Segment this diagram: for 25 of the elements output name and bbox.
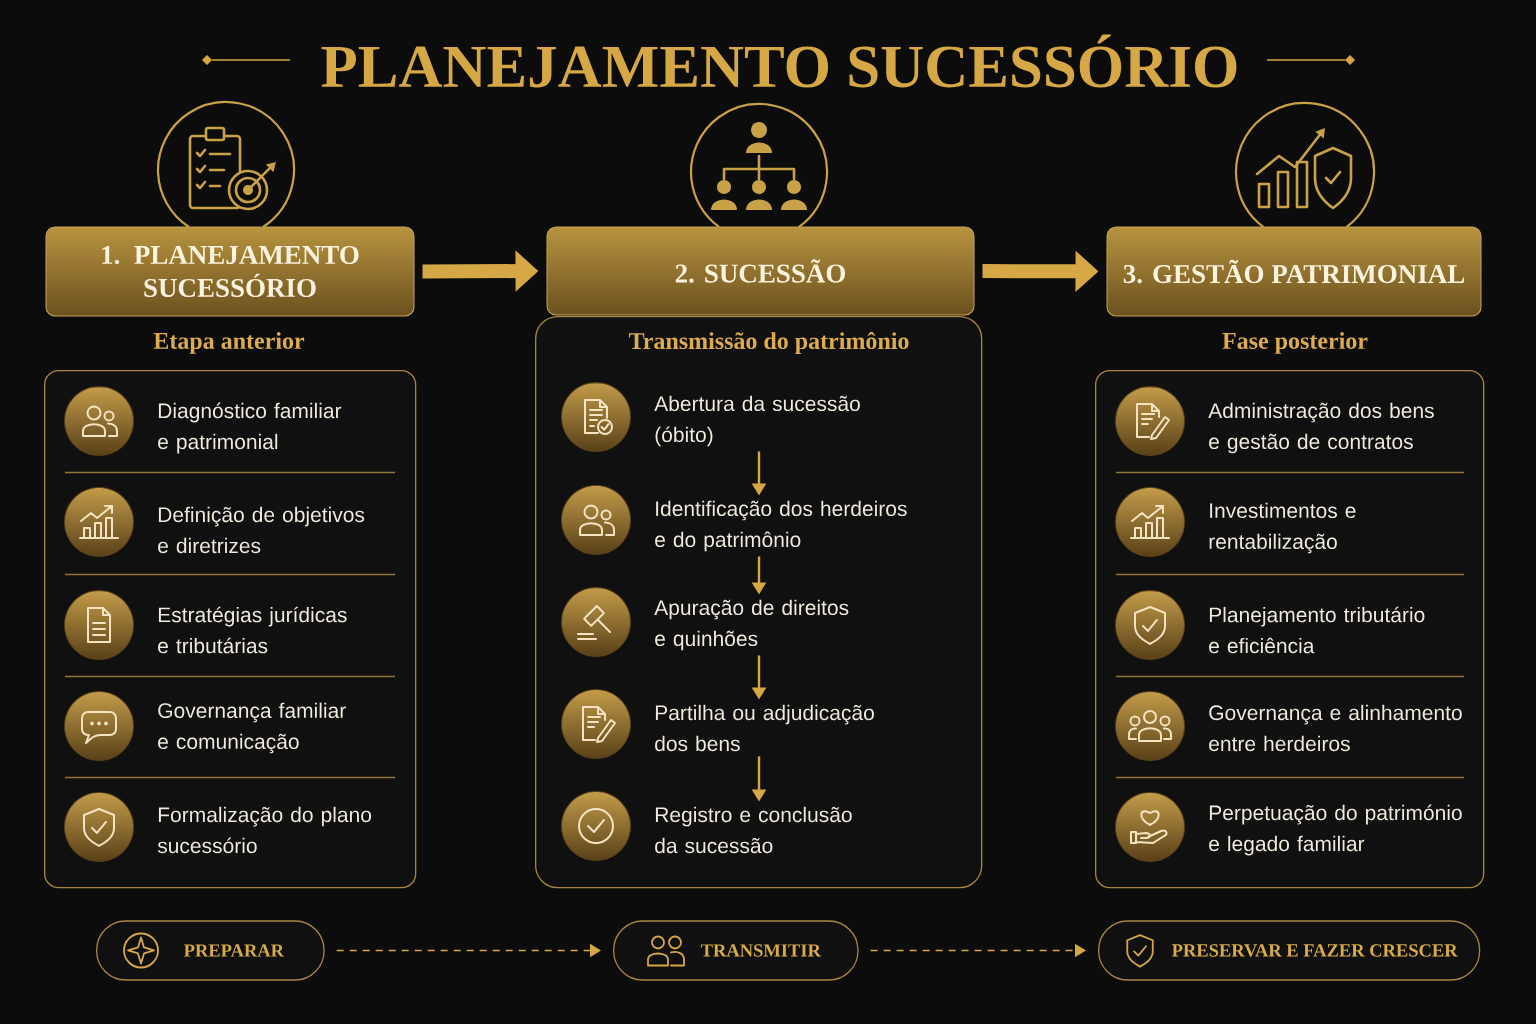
item-text: Partilha ou adjudicação dos bens — [655, 704, 874, 752]
item-text: Abertura da sucessão (óbito) — [654, 395, 860, 447]
item-text: Planejamento tributário e eficiência — [1209, 606, 1425, 654]
item-text: Estratégias jurídicas e tributárias — [158, 606, 347, 654]
item-text: Definição de objetivos e diretrizes — [158, 506, 365, 554]
item-text: Investimentos e rentabilização — [1209, 502, 1356, 554]
item-text: Perpetuação do património e legado familiar — [1209, 804, 1462, 856]
stage-pill: TRANSMITIR — [613, 920, 859, 981]
subtitle: Etapa anterior — [153, 332, 305, 354]
item-text: Governança familiar e comunicação — [158, 702, 346, 754]
stage-header: 2. SUCESSÃO — [546, 226, 975, 316]
item-text: Apuração de direitos e quinhões — [654, 599, 849, 651]
item-text: Formalização do plano sucessório — [157, 806, 372, 854]
item-text: Governança e alinhamento entre herdeiros — [1209, 704, 1462, 752]
item-text: Diagnóstico familiar e patrimonial — [158, 402, 342, 454]
stage-header: 1. PLANEJAMENTO SUCESSÓRIO — [45, 226, 415, 317]
item-text: Administração dos bens e gestão de contratos — [1208, 402, 1434, 454]
title: PLANEJAMENTO SUCESSÓRIO — [321, 34, 1237, 88]
item-text: Registro e conclusão da sucessão — [655, 806, 852, 854]
stage-pill: PREPARAR — [96, 920, 325, 981]
stage-pill: PRESERVAR E FAZER CRESCER — [1098, 920, 1481, 981]
item-text: Identificação dos herdeiros e do patrimônio — [655, 500, 907, 552]
subtitle: Transmissão do patrimônio — [628, 331, 909, 354]
stage-header: 3. GESTÃO PATRIMONIAL — [1106, 226, 1482, 317]
subtitle: Fase posterior — [1222, 332, 1368, 354]
